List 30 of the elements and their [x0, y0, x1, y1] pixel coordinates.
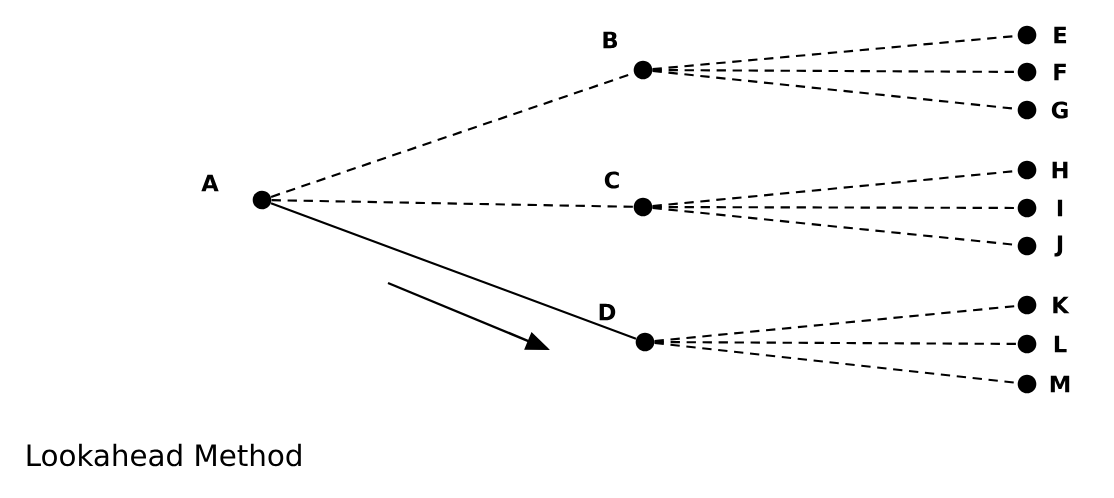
node-label: K	[1053, 296, 1070, 314]
dot-node: G	[1017, 100, 1068, 120]
dot-node: C	[604, 171, 653, 217]
dot-node: B	[603, 31, 653, 80]
node-label: E	[1054, 26, 1067, 44]
connector-line	[270, 202, 637, 340]
dot-node: E	[1017, 25, 1067, 45]
dot-node: M	[1017, 374, 1070, 394]
node-label: I	[1057, 199, 1063, 217]
dot-node: I	[1017, 198, 1063, 218]
dot-node: L	[1017, 334, 1067, 354]
node-label: F	[1054, 63, 1066, 81]
connector-line	[654, 340, 1018, 345]
node-label: M	[1050, 375, 1070, 393]
dot-node: A	[201, 174, 272, 210]
caption-text: Lookahead Method	[27, 443, 301, 467]
node-label: C	[604, 171, 619, 189]
connector-line	[271, 199, 634, 208]
node-label: J	[1054, 235, 1063, 257]
dot-node: J	[1017, 235, 1063, 257]
dot-node: D	[599, 303, 655, 352]
dot-node: H	[1017, 160, 1068, 180]
node-label: A	[201, 174, 219, 192]
dot-node: F	[1017, 62, 1066, 82]
node-label: L	[1054, 335, 1067, 353]
dot-node: K	[1017, 295, 1070, 315]
node-label: B	[603, 31, 618, 49]
node-label: D	[599, 303, 616, 321]
node-label: G	[1051, 101, 1068, 119]
node-label: H	[1052, 161, 1068, 179]
